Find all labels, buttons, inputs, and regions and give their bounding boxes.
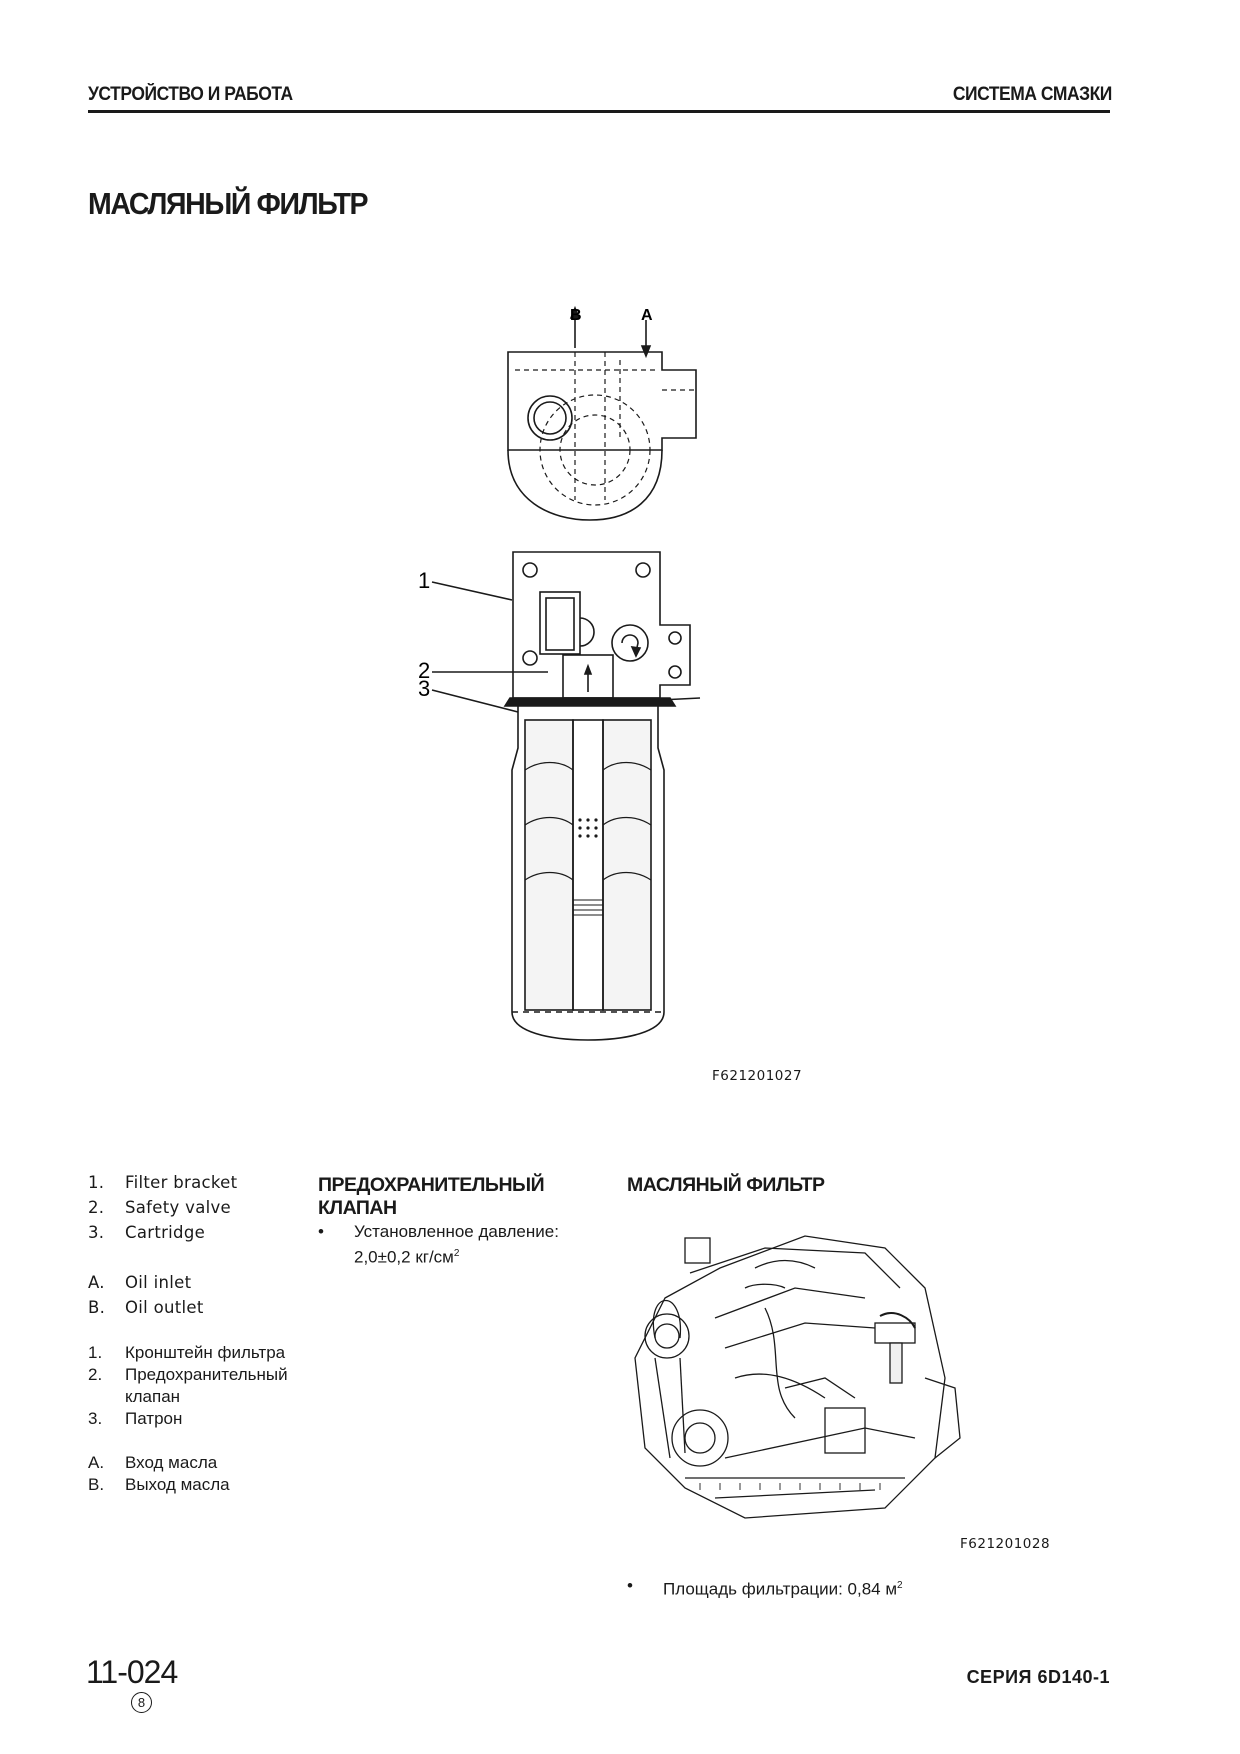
oil-filter-location: [889, 1342, 903, 1384]
top-view-housing: [507, 449, 663, 521]
legend-row: B.Oil outlet: [88, 1298, 204, 1317]
series-label: СЕРИЯ 6D140-1: [966, 1667, 1110, 1687]
legend-row: A.Вход масла: [88, 1453, 218, 1472]
oil-filter-section-drawing: 1 2 3 B A: [418, 305, 701, 1041]
filter-media-right: [602, 719, 652, 1011]
legend-row: 3.Патрон: [88, 1409, 183, 1428]
figure-code-1: F621201027: [712, 1068, 803, 1084]
header-section-title: УСТРОЙСТВО И РАБОТА: [88, 84, 293, 105]
header-divider: [88, 110, 1110, 113]
safety-valve-spec: • Установленное давление: 2,0±0,2 кг/см2: [318, 1222, 559, 1267]
safety-valve-body: [539, 591, 581, 655]
top-view-bracket: [507, 351, 697, 451]
legend-row: 2.Предохранительный клапан: [88, 1365, 288, 1406]
safety-valve-pressure: Установленное давление: 2,0±0,2 кг/см: [354, 1222, 559, 1267]
port-label-b: B: [570, 307, 582, 324]
oil-filter-heading: МАСЛЯНЫЙ ФИЛЬТР: [627, 1174, 825, 1196]
legend-russian-parts: 1.Кронштейн фильтра 2.Предохранительный …: [88, 1342, 328, 1430]
center-tube: [572, 719, 604, 1011]
legend-row: 2.Safety valve: [88, 1198, 231, 1217]
legend-english-parts: 1.Filter bracket 2.Safety valve 3.Cartri…: [88, 1170, 237, 1245]
legend-row: 3.Cartridge: [88, 1223, 206, 1242]
legend-row: 1.Кронштейн фильтра: [88, 1343, 286, 1362]
legend-english-ports: A.Oil inlet B.Oil outlet: [88, 1270, 204, 1320]
header-chapter-title: СИСТЕМА СМАЗКИ: [952, 84, 1113, 105]
figure-code-2: F621201028: [960, 1536, 1051, 1552]
legend-russian-ports: A.Вход масла B.Выход масла: [88, 1452, 230, 1496]
legend-row: A.Oil inlet: [88, 1273, 192, 1292]
top-view-plug-outer: [527, 395, 573, 441]
page-title: МАСЛЯНЫЙ ФИЛЬТР: [88, 186, 369, 221]
engine-filter-location-drawing: [634, 1235, 961, 1519]
inlet-arrowhead: [640, 345, 652, 359]
bullet: •: [318, 1222, 324, 1241]
cartridge-shell: [511, 706, 665, 1041]
safety-valve-heading: ПРЕДОХРАНИТЕЛЬНЫЙ КЛАПАН: [318, 1174, 545, 1219]
legend-row: 1.Filter bracket: [88, 1173, 238, 1192]
leader-line-1: [431, 581, 513, 601]
oil-filter-spec: • Площадь фильтрации: 0,84 м2: [627, 1576, 903, 1599]
bullet: •: [627, 1576, 633, 1595]
callout-1: 1: [418, 568, 430, 593]
callout-2: 2: [418, 658, 430, 683]
callout-3: 3: [418, 676, 430, 701]
legend-row: B.Выход масла: [88, 1475, 230, 1494]
port-label-a: A: [641, 307, 653, 324]
crank-pulley: [644, 1313, 690, 1359]
top-view-plug-inner: [533, 401, 567, 435]
outlet-arrowhead: [569, 305, 581, 319]
page-number: 11-024: [86, 1654, 178, 1690]
leader-line-3: [431, 689, 519, 713]
filter-media-left: [524, 719, 574, 1011]
filter-area: Площадь фильтрации: 0,84 м: [663, 1579, 898, 1599]
revision-badge: 8: [131, 1692, 152, 1713]
